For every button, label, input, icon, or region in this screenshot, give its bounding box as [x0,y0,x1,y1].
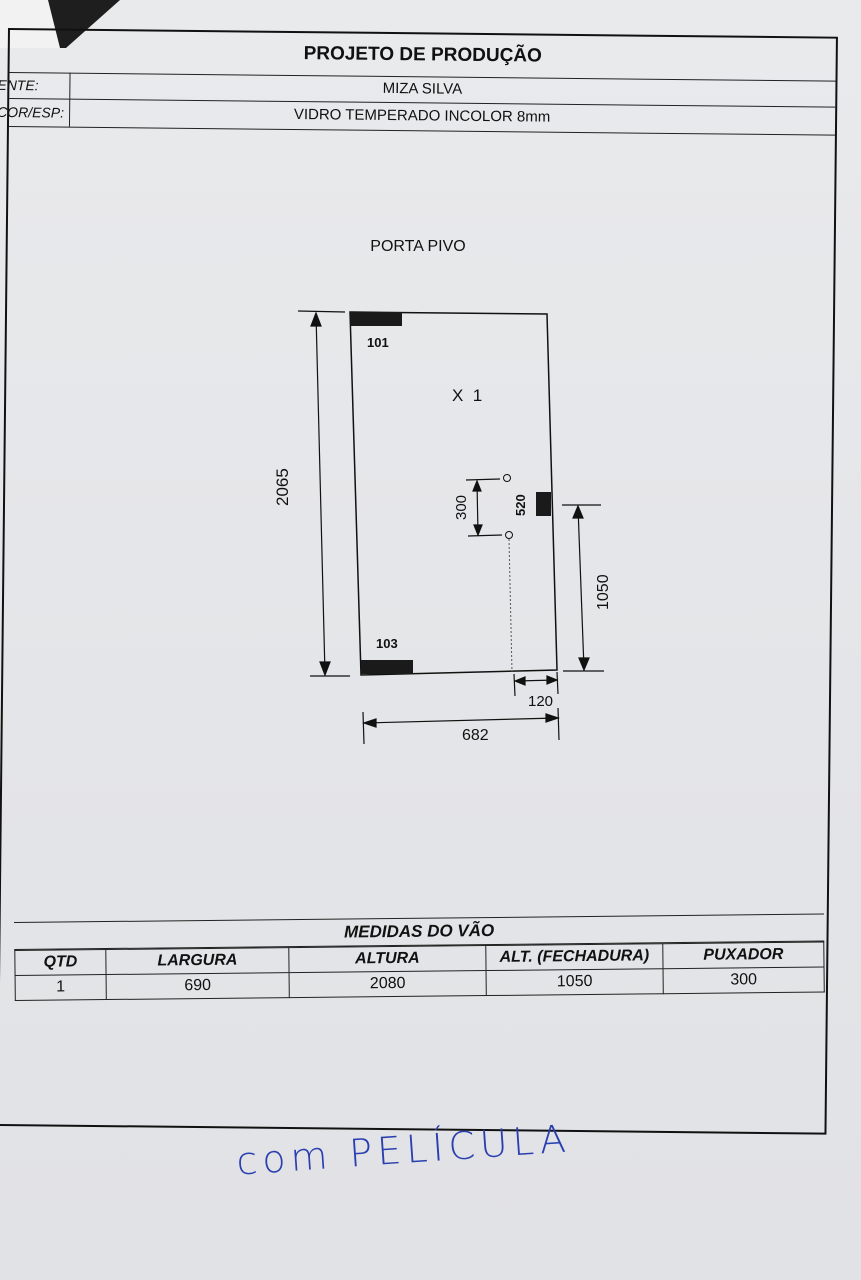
bottom-hinge-code: 103 [376,636,398,651]
top-hinge-code: 101 [367,335,389,350]
cell-altura: 2080 [289,970,487,998]
cell-largura: 690 [106,972,290,1000]
drawing-title: PORTA PIVO [370,238,465,255]
handle-axis-line [508,538,513,673]
handle-hole-top [503,474,511,482]
handle-offset-label: 120 [528,693,553,710]
handle-spacing-dimension [465,478,503,537]
top-hinge [350,312,402,326]
lock-height-dimension [562,504,604,672]
handle-spacing-label: 300 [453,495,470,520]
cell-puxador: 300 [663,967,825,994]
header-qtd: QTD [14,949,107,976]
handle-hole-bottom [505,531,513,539]
quantity-mark: X 1 [452,386,482,405]
header-puxador: PUXADOR [662,942,825,969]
height-dimension [297,310,350,677]
width-label: 682 [462,727,489,744]
lock-block [536,492,551,516]
width-dimension [362,707,560,745]
previous-sheet-corner [0,0,60,48]
height-label: 2065 [273,468,292,506]
lock-code: 520 [513,494,528,516]
header-largura: LARGURA [105,947,290,975]
header-altura: ALTURA [288,945,487,973]
measurements-section: MEDIDAS DO VÃO QTD LARGURA ALTURA ALT. (… [14,913,825,1001]
header-alt-fechadura: ALT. (FECHADURA) [485,943,664,971]
cell-alt-fechadura: 1050 [486,968,664,996]
door-panel [349,311,558,676]
measurements-table: QTD LARGURA ALTURA ALT. (FECHADURA) PUXA… [14,942,825,1001]
cell-qtd: 1 [15,974,107,1001]
bottom-hinge [361,660,413,674]
handle-offset-dimension [513,671,559,697]
lock-height-label: 1050 [595,574,612,610]
